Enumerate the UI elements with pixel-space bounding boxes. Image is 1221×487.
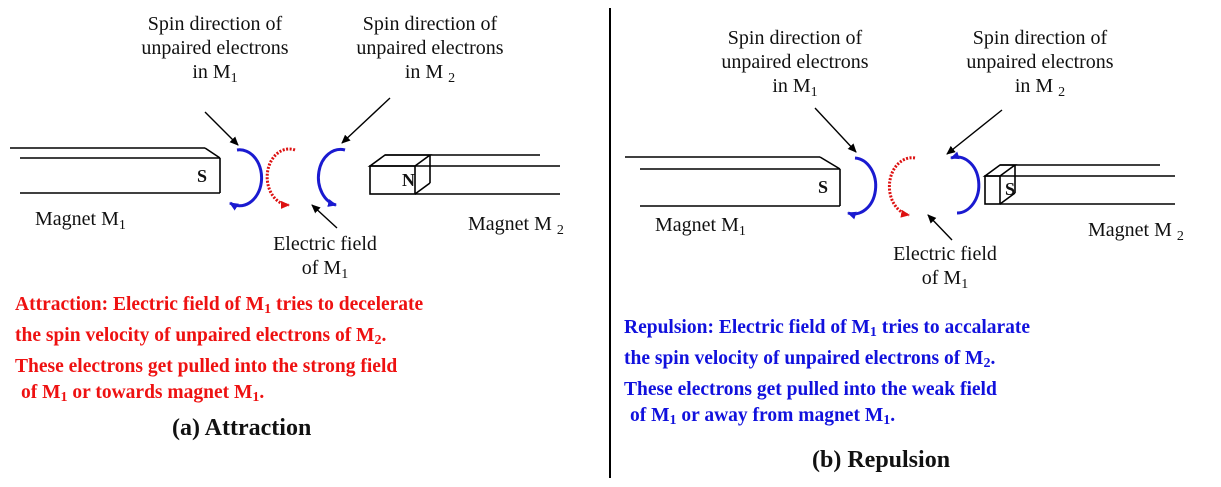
panel-a-caption: (a) Attraction	[172, 415, 312, 441]
panel-b-description: Repulsion: Electric field of M1 tries to…	[624, 317, 1031, 428]
panel-b-field-label: Electric field of M1	[893, 243, 997, 292]
panel-a-magnet-m1-bar	[10, 147, 221, 194]
panel-a-arrow-field	[311, 204, 338, 229]
panel-a-pole-right: N	[402, 170, 415, 190]
panel-b-spin-m1-label: Spin direction of unpaired electrons in …	[721, 27, 869, 100]
panel-a-spin-m2-label: Spin direction of unpaired electrons in …	[356, 13, 504, 86]
panel-b-red-loop	[887, 156, 916, 218]
panel-a-blue-loop-m2	[316, 147, 346, 207]
panel-a-magnet-m1-label: Magnet M1	[35, 208, 126, 233]
panel-b-pole-right: S	[1005, 179, 1016, 199]
panel-b-pole-left: S	[818, 177, 829, 197]
panel-b-magnet-m2-bar	[982, 164, 1175, 205]
panel-a-arrow-spin-m1	[204, 111, 239, 146]
panel-a-description: Attraction: Electric field of M1 tries t…	[15, 294, 424, 405]
panel-a-arrow-spin-m2	[341, 97, 391, 144]
panel-a-red-loop	[265, 147, 296, 209]
panel-b-magnet-m1-bar	[625, 156, 841, 207]
panel-a-blue-loop-m1	[229, 148, 264, 211]
panel-b-magnet-m1-label: Magnet M1	[655, 214, 746, 239]
panel-b-caption: (b) Repulsion	[812, 447, 951, 473]
panel-a-spin-m1-label: Spin direction of unpaired electrons in …	[141, 13, 289, 86]
panel-b-magnet-m2-label: Magnet M 2	[1088, 219, 1184, 244]
panel-b-arrow-spin-m1	[814, 107, 857, 153]
panel-b-blue-loop-m1	[847, 156, 878, 220]
panel-b-spin-m2-label: Spin direction of unpaired electrons in …	[966, 27, 1114, 100]
panel-a-field-label: Electric field of M1	[273, 233, 377, 282]
panel-a-pole-left: S	[197, 166, 208, 186]
panel-b-arrow-spin-m2	[946, 109, 1003, 155]
panel-a-magnet-m2-bar	[367, 154, 560, 195]
panel-a-magnet-m2-label: Magnet M 2	[468, 213, 564, 238]
panel-b-arrow-field	[927, 214, 953, 241]
panel-b-blue-loop-m2	[950, 151, 981, 215]
